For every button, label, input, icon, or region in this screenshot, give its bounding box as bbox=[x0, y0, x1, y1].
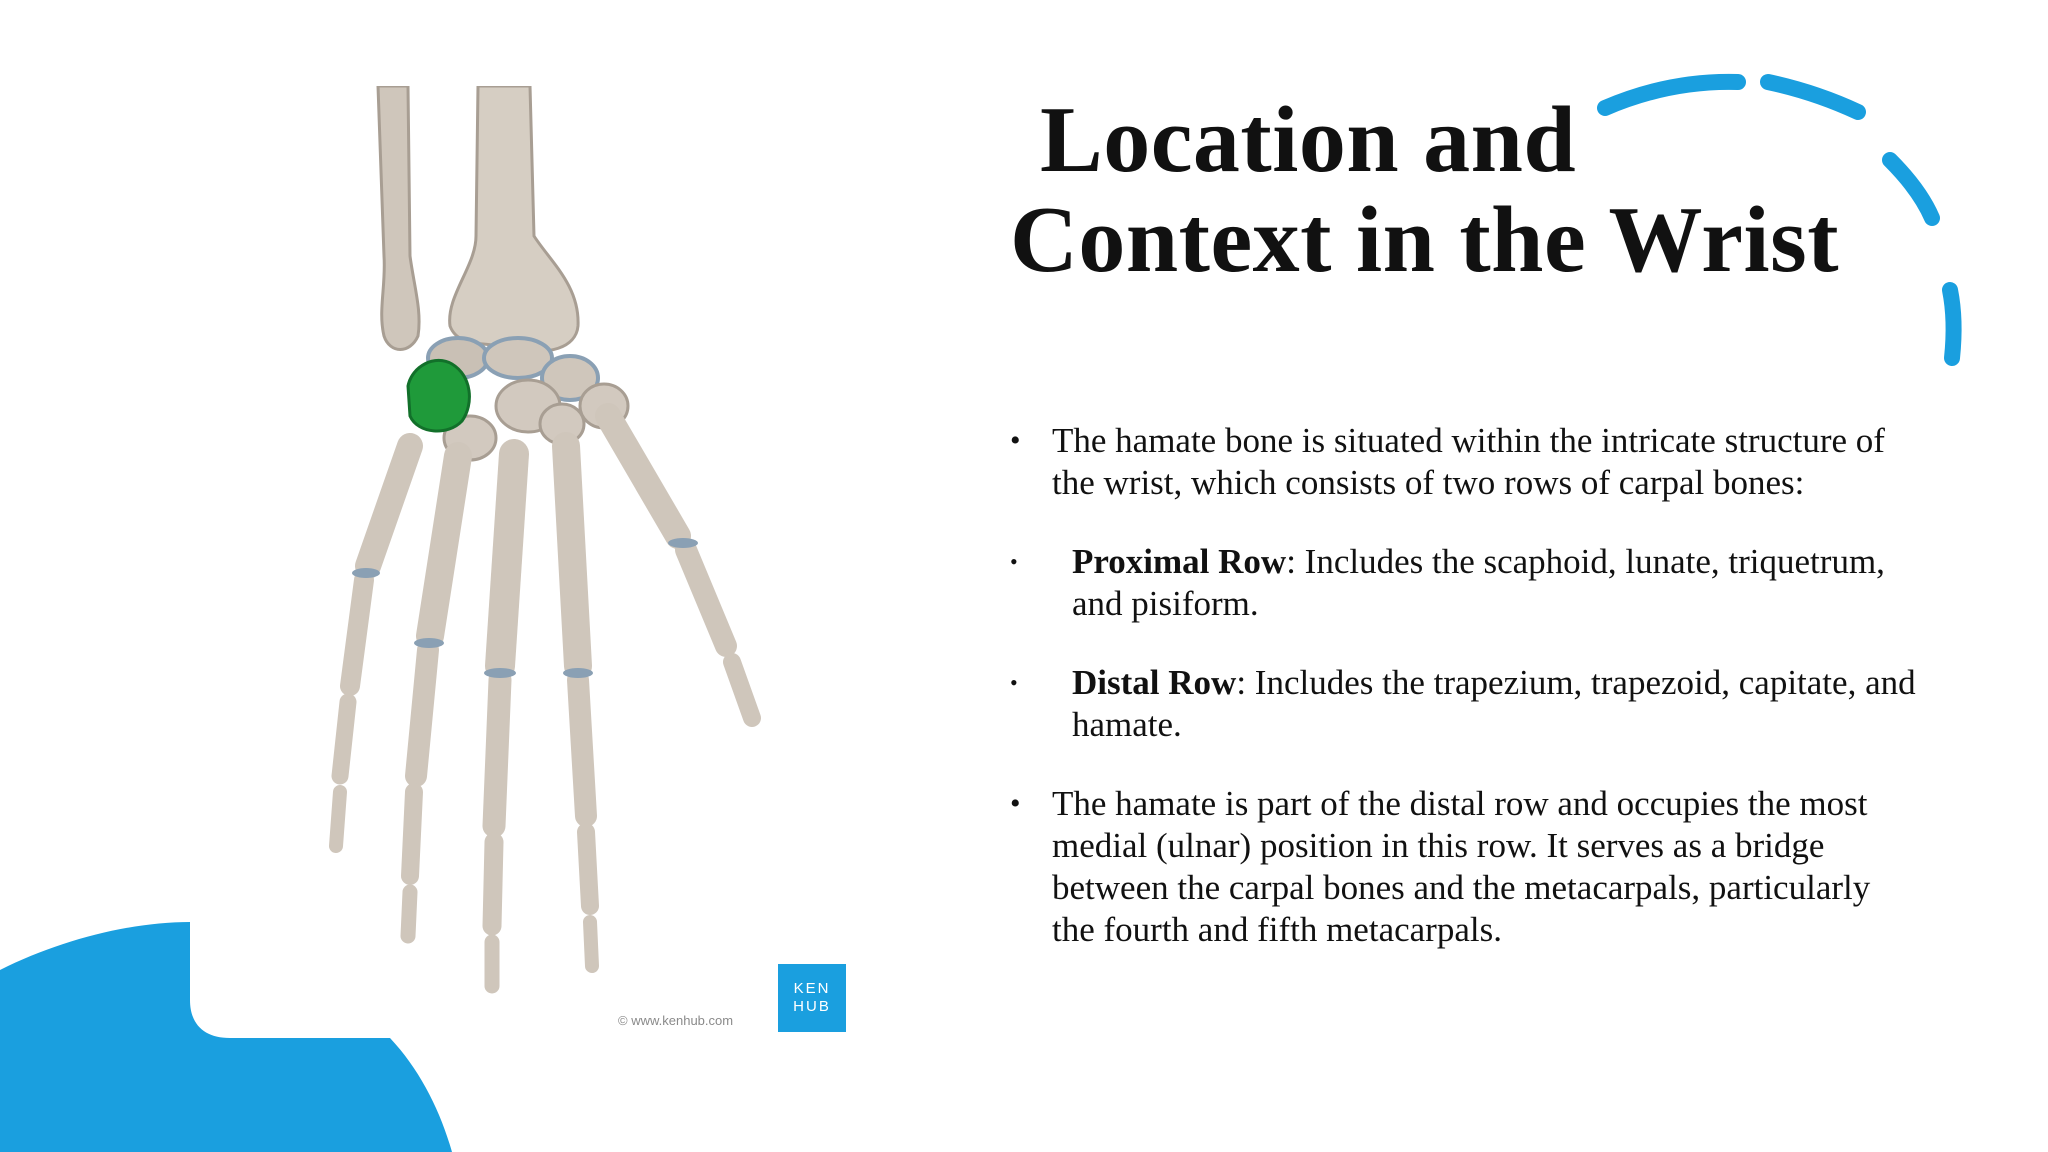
title-line-2: Context in the Wrist bbox=[1010, 188, 1840, 292]
title-line-1: Location and bbox=[1040, 88, 1577, 192]
bullet-list: The hamate bone is situated within the i… bbox=[1010, 420, 1920, 988]
bullet-text: : Includes the trapezium, trapezoid, cap… bbox=[1072, 663, 1916, 744]
hand-skeleton-illustration bbox=[329, 86, 761, 994]
bullet-text: The hamate bone is situated within the i… bbox=[1052, 421, 1885, 502]
bullet-term: Distal Row bbox=[1072, 663, 1237, 702]
image-credit: © www.kenhub.com bbox=[618, 1013, 734, 1028]
logo-line-2: HUB bbox=[793, 998, 831, 1015]
bullet-item-distal-row: Distal Row: Includes the trapezium, trap… bbox=[1010, 662, 1920, 746]
joint-cartilage bbox=[352, 538, 698, 678]
logo-line-1: KEN bbox=[793, 980, 831, 997]
corner-decoration bbox=[0, 922, 452, 1152]
bullet-item: The hamate bone is situated within the i… bbox=[1010, 420, 1920, 504]
bullet-item-proximal-row: Proximal Row: Includes the scaphoid, lun… bbox=[1010, 541, 1920, 625]
bullet-term: Proximal Row bbox=[1072, 542, 1287, 581]
corner-blob bbox=[0, 922, 452, 1152]
forearm-bones bbox=[376, 86, 580, 353]
bullet-text: The hamate is part of the distal row and… bbox=[1052, 784, 1871, 949]
bullet-item: The hamate is part of the distal row and… bbox=[1010, 783, 1920, 951]
slide-title: Location and Context in the Wrist bbox=[1010, 90, 1910, 290]
metacarpal-bones bbox=[355, 403, 691, 681]
hamate-highlight bbox=[406, 358, 471, 433]
bullet-text: : Includes the scaphoid, lunate, triquet… bbox=[1072, 542, 1885, 623]
dashed-arc-decoration bbox=[1597, 73, 1962, 366]
kenhub-logo: KEN HUB bbox=[778, 964, 846, 1032]
phalanges bbox=[329, 539, 761, 994]
